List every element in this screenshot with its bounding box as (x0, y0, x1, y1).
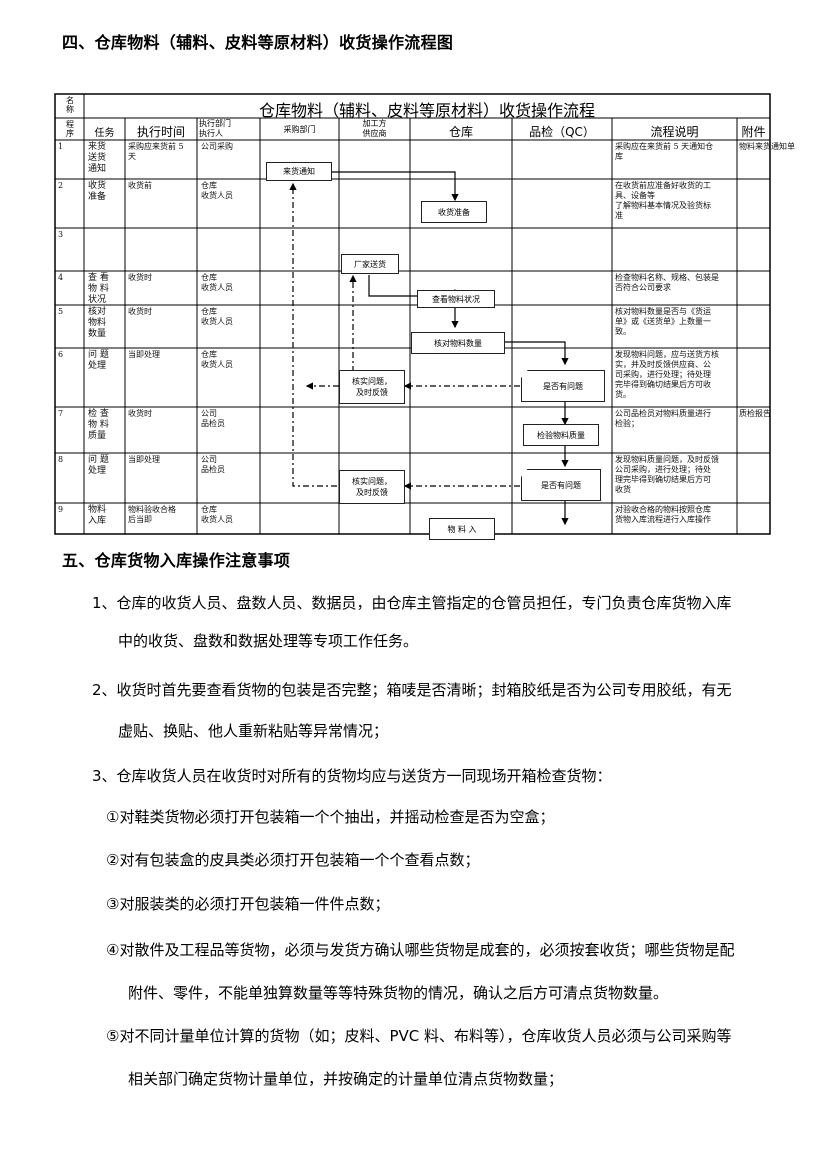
header-seq: 程 序 (66, 120, 74, 138)
item-2: 2、收货时首先要查看货物的包装是否完整；箱唛是否清晰；封箱胶纸是否为公司专用胶纸… (92, 681, 732, 699)
row-5-desc: 核对物料数量是否与《货运 单》或《送货单》上数量一 致。 (615, 307, 711, 336)
item-3-5: ⑤对不同计量单位计算的货物（如；皮料、PVC 料、布料等），仓库收货人员必须与公… (106, 1027, 732, 1045)
row-7-seq: 7 (58, 409, 64, 418)
row-7-desc: 公司品检员对物料质量进行 检验； (615, 409, 711, 428)
row-4-time: 收货时 (128, 273, 152, 282)
flow-verify-1: 核实问题， 及时反馈 (339, 370, 405, 404)
row-1-dept: 公司采购 (201, 142, 233, 151)
row-5-dept: 仓库 收货人员 (201, 307, 233, 326)
header-time: 执行时间 (136, 125, 185, 139)
row-7-time: 收货时 (128, 409, 152, 418)
row-6-desc: 发现物料问题，应与送货方核 实，并及时反馈供应商、公 司采购，进行处理；待处理 … (615, 350, 719, 399)
row-2-dept: 仓库 收货人员 (201, 181, 233, 200)
header-attach: 附件 (741, 125, 766, 139)
row-1-attach: 物料来货通知单 (739, 142, 795, 151)
item-2-cont: 虚贴、换贴、他人重新粘贴等异常情况； (118, 722, 389, 740)
row-7-task: 检 查 物 料 质量 (88, 409, 109, 441)
flow-stock-in: 物 料 入 (429, 518, 495, 540)
row-1-task: 来货 送货 通知 (88, 142, 107, 174)
row-4-dept: 仓库 收货人员 (201, 273, 233, 292)
table-grid (54, 93, 771, 535)
row-8-desc: 发现物料质量问题，及时反馈 公司采购，进行处理；待处 理完毕得到确切结果后方可 … (615, 455, 719, 494)
row-6-dept: 仓库 收货人员 (201, 350, 233, 369)
row-9-seq: 9 (58, 505, 64, 514)
header-qc: 品检（QC） (529, 125, 595, 139)
row-7-attach: 质检报告 (739, 409, 771, 418)
row-2-time: 收货前 (128, 181, 152, 190)
flow-problem-2: 是否有问题 (521, 469, 601, 501)
row-6-time: 当即处理 (128, 350, 160, 359)
corner-label: 名 称 (66, 96, 74, 114)
row-5-task: 核对 物料 数量 (88, 307, 107, 339)
row-4-seq: 4 (58, 273, 64, 282)
item-3-3: ③对服装类的必须打开包装箱一件件点数； (106, 895, 390, 913)
flow-factory: 厂家送货 (341, 254, 399, 274)
row-7-dept: 公司 品检员 (201, 409, 225, 428)
flow-quality: 检验物料质量 (523, 424, 599, 446)
header-desc: 流程说明 (650, 125, 699, 139)
flow-problem-1: 是否有问题 (521, 370, 605, 402)
item-3-4-cont: 附件、零件，不能单独算数量等等特殊货物的情况，确认之后方可清点货物数量。 (128, 984, 669, 1002)
row-8-time: 当即处理 (128, 455, 160, 464)
header-dept: 执行部门 执行人 (199, 119, 231, 138)
row-6-seq: 6 (58, 350, 64, 359)
item-3-4: ④对散件及工程品等货物，必须与发货方确认哪些货物是成套的，必须按套收货；哪些货物… (106, 941, 735, 959)
row-2-task: 收货 准备 (88, 181, 107, 202)
header-task: 任务 (94, 128, 115, 139)
item-3-5-cont: 相关部门确定货物计量单位，并按确定的计量单位清点货物数量； (128, 1070, 564, 1088)
row-5-time: 收货时 (128, 307, 152, 316)
row-4-desc: 检查物料名称、规格、包装是 否符合公司要求 (615, 273, 719, 292)
row-3-seq: 3 (58, 230, 64, 239)
row-4-task: 查 看 物 料 状况 (88, 273, 109, 305)
section-4-heading: 四、仓库物料（辅料、皮料等原材料）收货操作流程图 (62, 33, 454, 52)
header-purchase: 采购部门 (283, 125, 316, 134)
item-3-2: ②对有包装盒的皮具类必须打开包装箱一个个查看点数； (106, 851, 480, 869)
flow-inspect: 查看物料状况 (417, 290, 495, 308)
flow-verify-2: 核实问题， 及时反馈 (339, 470, 405, 504)
row-8-dept: 公司 品检员 (201, 455, 225, 474)
row-1-desc: 采购应在来货前 5 天通知仓 库 (615, 142, 714, 161)
flow-table: 名 称 仓库物料（辅料、皮料等原材料）收货操作流程 程 序 任务 执行时间 执行… (54, 93, 795, 540)
section-5-heading: 五、仓库货物入库操作注意事项 (62, 551, 291, 570)
row-2-desc: 在收货前应准备好收货的工 具、设备等 了解物料基本情况及验货标 准 (615, 181, 711, 220)
item-1-cont: 中的收货、盘数和数据处理等专项工作任务。 (118, 632, 419, 650)
item-3-1: ①对鞋类货物必须打开包装箱一个个抽出，并摇动检查是否为空盒； (106, 808, 555, 826)
row-1-time: 采购应来货前 5 天 (128, 142, 184, 161)
row-9-task: 物料 入库 (88, 505, 107, 526)
row-6-task: 问 题 处理 (88, 350, 109, 371)
flow-prepare: 收货准备 (421, 201, 487, 223)
row-9-desc: 对验收合格的物料按照仓库 货物入库流程进行入库操作 (615, 505, 711, 524)
table-title: 仓库物料（辅料、皮料等原材料）收货操作流程 (258, 101, 595, 120)
flow-notice: 来货通知 (266, 162, 332, 181)
row-8-seq: 8 (58, 455, 64, 464)
row-1-seq: 1 (58, 142, 64, 151)
row-5-seq: 5 (58, 307, 64, 316)
flow-count: 核对物料数量 (411, 332, 505, 354)
row-9-time: 物料验收合格 后当即 (128, 505, 176, 524)
row-8-task: 问 题 处理 (88, 455, 109, 476)
row-2-seq: 2 (58, 181, 64, 190)
item-1: 1、仓库的收货人员、盘数人员、数据员，由仓库主管指定的仓管员担任，专门负责仓库货… (92, 594, 732, 612)
item-3: 3、仓库收货人员在收货时对所有的货物均应与送货方一同现场开箱检查货物： (92, 767, 612, 785)
header-warehouse: 仓库 (448, 125, 473, 139)
header-supplier: 加工方 供应商 (362, 119, 387, 138)
row-9-dept: 仓库 收货人员 (201, 505, 233, 524)
